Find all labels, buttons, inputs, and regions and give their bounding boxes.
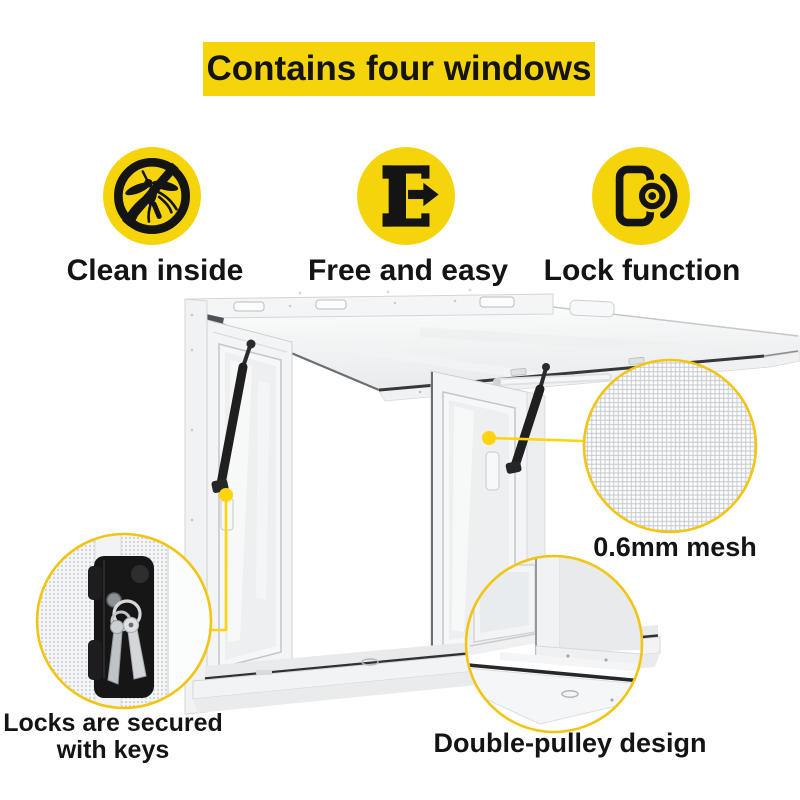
sliding-window-icon xyxy=(357,147,455,245)
mesh-callout-label: 0.6mm mesh xyxy=(593,532,757,562)
locks-callout-label: Locks are secured with keys xyxy=(0,710,226,764)
banner-text: Contains four windows xyxy=(206,49,592,88)
frame-header xyxy=(184,293,554,328)
mesh-callout-dot xyxy=(482,431,496,445)
gas-strut-right xyxy=(505,363,550,474)
pulley-callout-label: Double-pulley design xyxy=(433,728,707,758)
lock-icon xyxy=(592,147,690,245)
lock-callout-dot xyxy=(219,488,233,502)
window-illustration xyxy=(184,288,800,715)
left-sash xyxy=(206,319,293,689)
keys xyxy=(107,599,147,685)
lock-callout-line xyxy=(210,495,228,632)
pulley-detail-circle xyxy=(464,554,644,734)
feature-label-clean-inside: Clean inside xyxy=(66,254,244,287)
feature-label-free-and-easy: Free and easy xyxy=(307,254,509,287)
locks-callout-line2: with keys xyxy=(56,736,170,764)
mesh-callout-line xyxy=(488,436,585,443)
banner: Contains four windows xyxy=(203,42,595,96)
no-mosquito-icon xyxy=(103,147,201,245)
right-sash-latch xyxy=(485,451,500,491)
feature-label-lock-function: Lock function xyxy=(543,254,741,287)
locks-callout-line1: Locks are secured xyxy=(3,709,223,737)
callout-connectors xyxy=(210,436,585,632)
mesh-detail-circle xyxy=(582,358,758,534)
